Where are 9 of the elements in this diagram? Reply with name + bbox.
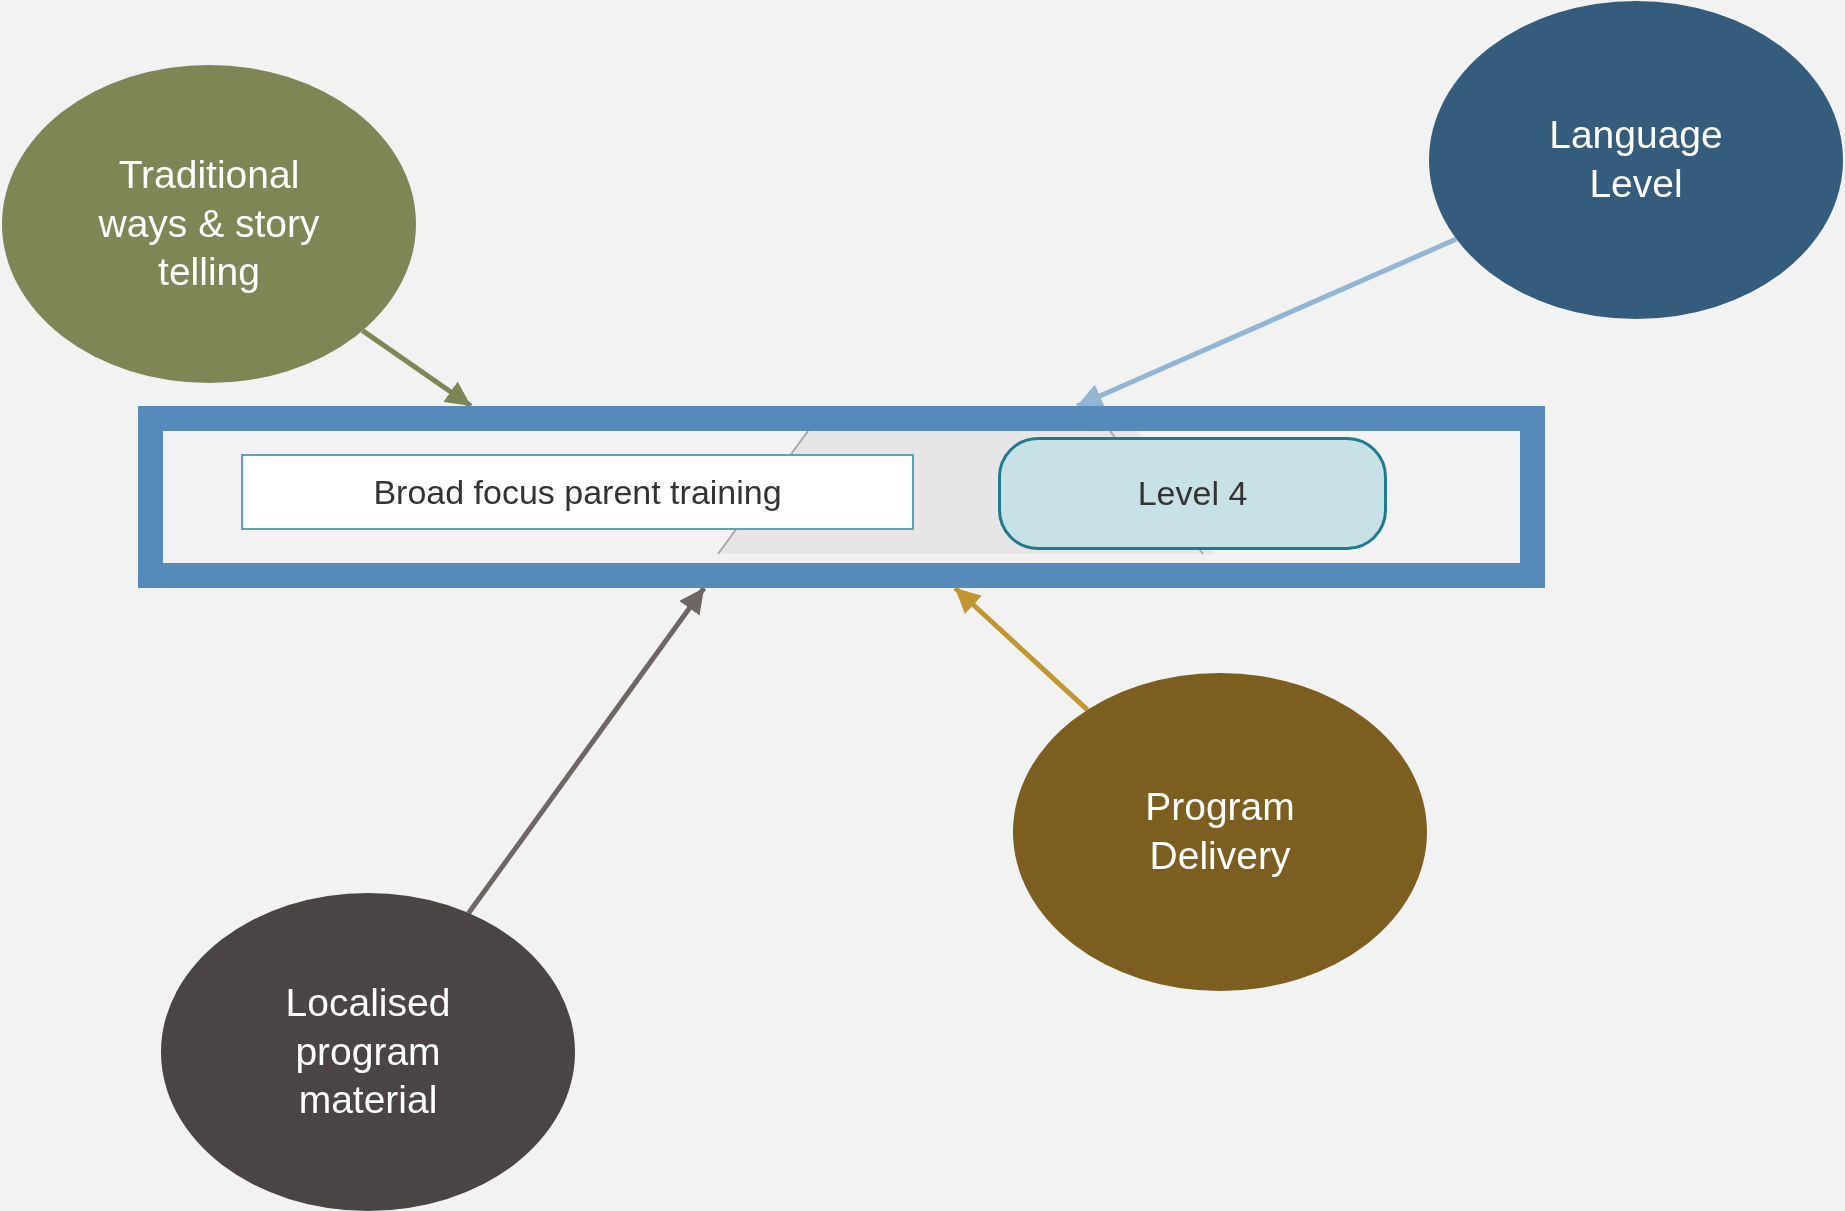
node-label: Localised program material [284, 979, 452, 1124]
node-label: Traditional ways & story telling [97, 151, 321, 296]
node-label: Program Delivery [1144, 784, 1296, 879]
group-frame [138, 406, 1545, 588]
node-label: Language Level [1548, 112, 1724, 207]
box-label: Broad focus parent training [373, 472, 782, 512]
level-box [998, 437, 1387, 550]
process-box [241, 454, 914, 530]
box-label: Level 4 [1137, 474, 1248, 513]
